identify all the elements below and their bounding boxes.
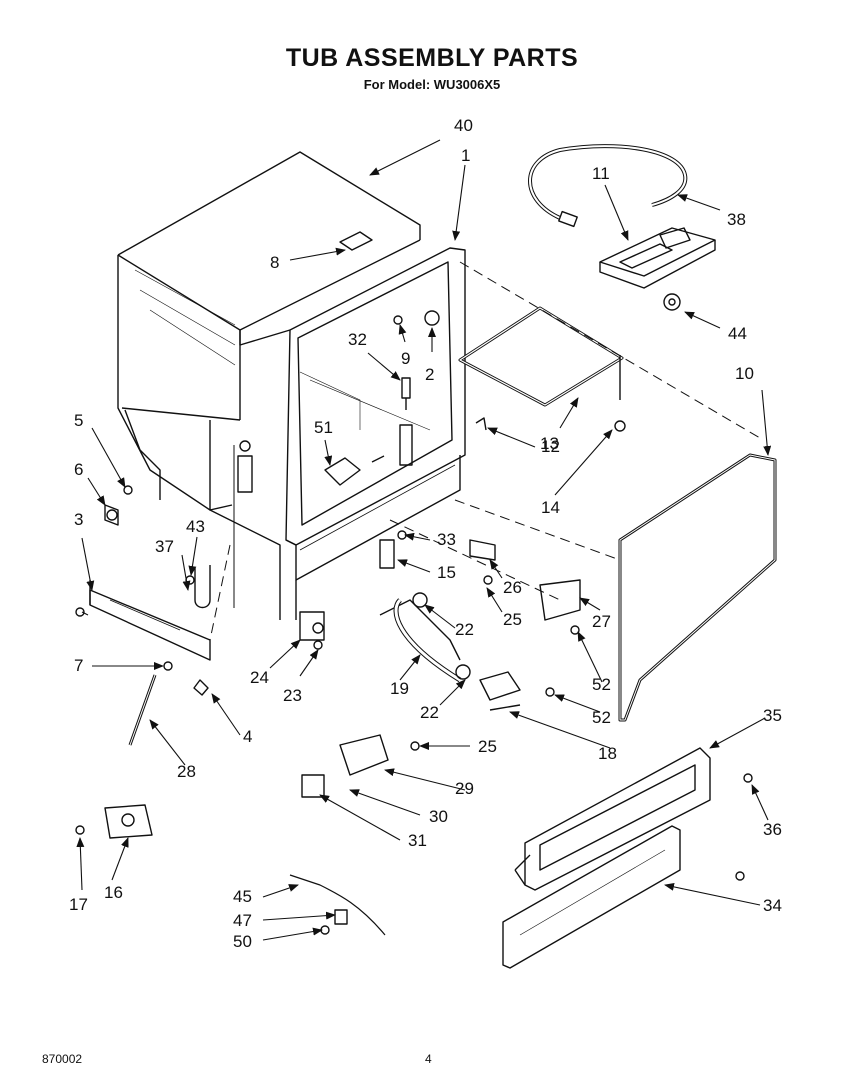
callout-52-upper: 52 bbox=[592, 675, 611, 694]
callout-30: 30 bbox=[429, 807, 448, 826]
tub-components bbox=[237, 231, 487, 493]
callout-24: 24 bbox=[250, 668, 269, 687]
callout-3: 3 bbox=[74, 510, 84, 529]
callout-19: 19 bbox=[390, 679, 409, 698]
gasket-frame bbox=[458, 306, 626, 432]
callout-25-lower: 25 bbox=[478, 737, 497, 756]
screws bbox=[75, 485, 753, 935]
callout-43: 43 bbox=[186, 517, 205, 536]
callout-37: 37 bbox=[155, 537, 174, 556]
callout-11: 11 bbox=[592, 164, 610, 183]
fill-hose bbox=[528, 144, 688, 228]
callout-28: 28 bbox=[177, 762, 196, 781]
callout-34: 34 bbox=[763, 896, 782, 915]
callout-33: 33 bbox=[437, 530, 456, 549]
callout-31: 31 bbox=[408, 831, 427, 850]
callout-22-upper: 22 bbox=[455, 620, 474, 639]
callout-27: 27 bbox=[592, 612, 611, 631]
callout-2: 2 bbox=[425, 365, 435, 384]
callout-7: 7 bbox=[74, 656, 84, 675]
callout-9: 9 bbox=[401, 349, 411, 368]
callout-38: 38 bbox=[727, 210, 746, 229]
callout-29: 29 bbox=[455, 779, 474, 798]
callout-35: 35 bbox=[763, 706, 782, 725]
callout-18: 18 bbox=[598, 744, 617, 763]
callout-47: 47 bbox=[233, 911, 252, 930]
callout-15: 15 bbox=[437, 563, 456, 582]
callout-51: 51 bbox=[314, 418, 333, 437]
callout-40: 40 bbox=[454, 116, 473, 135]
callout-22-lower: 22 bbox=[420, 703, 439, 722]
page-title: TUB ASSEMBLY PARTS bbox=[285, 44, 579, 72]
access-panel bbox=[514, 747, 711, 891]
callout-arrows bbox=[76, 139, 772, 941]
lower-parts bbox=[104, 539, 581, 936]
callout-36: 36 bbox=[763, 820, 782, 839]
callout-52-lower: 52 bbox=[592, 708, 611, 727]
tub-front-frame bbox=[285, 247, 466, 620]
dispenser bbox=[599, 227, 716, 311]
callout-8: 8 bbox=[270, 253, 280, 272]
callout-23: 23 bbox=[283, 686, 302, 705]
callout-1: 1 bbox=[461, 146, 471, 165]
toe-kick-panel bbox=[502, 825, 681, 969]
callout-5: 5 bbox=[74, 411, 84, 430]
leader-dashes bbox=[209, 261, 761, 641]
document-number: 870002 bbox=[42, 1052, 83, 1066]
model-subtitle: For Model: WU3006X5 bbox=[363, 77, 501, 92]
callout-17: 17 bbox=[69, 895, 88, 914]
callout-26: 26 bbox=[503, 578, 522, 597]
callout-6: 6 bbox=[74, 460, 84, 479]
callout-44: 44 bbox=[728, 324, 747, 343]
callout-12: 12 bbox=[541, 437, 560, 456]
callout-16: 16 bbox=[104, 883, 123, 902]
callout-45: 45 bbox=[233, 887, 252, 906]
callout-32: 32 bbox=[348, 330, 367, 349]
page-number: 4 bbox=[425, 1052, 432, 1066]
callout-10: 10 bbox=[735, 364, 754, 383]
callout-50: 50 bbox=[233, 932, 252, 951]
callout-25-upper: 25 bbox=[503, 610, 522, 629]
callout-14: 14 bbox=[541, 498, 560, 517]
side-rail bbox=[618, 453, 777, 722]
callout-4: 4 bbox=[243, 727, 253, 746]
callout-13: 13 bbox=[540, 434, 559, 453]
